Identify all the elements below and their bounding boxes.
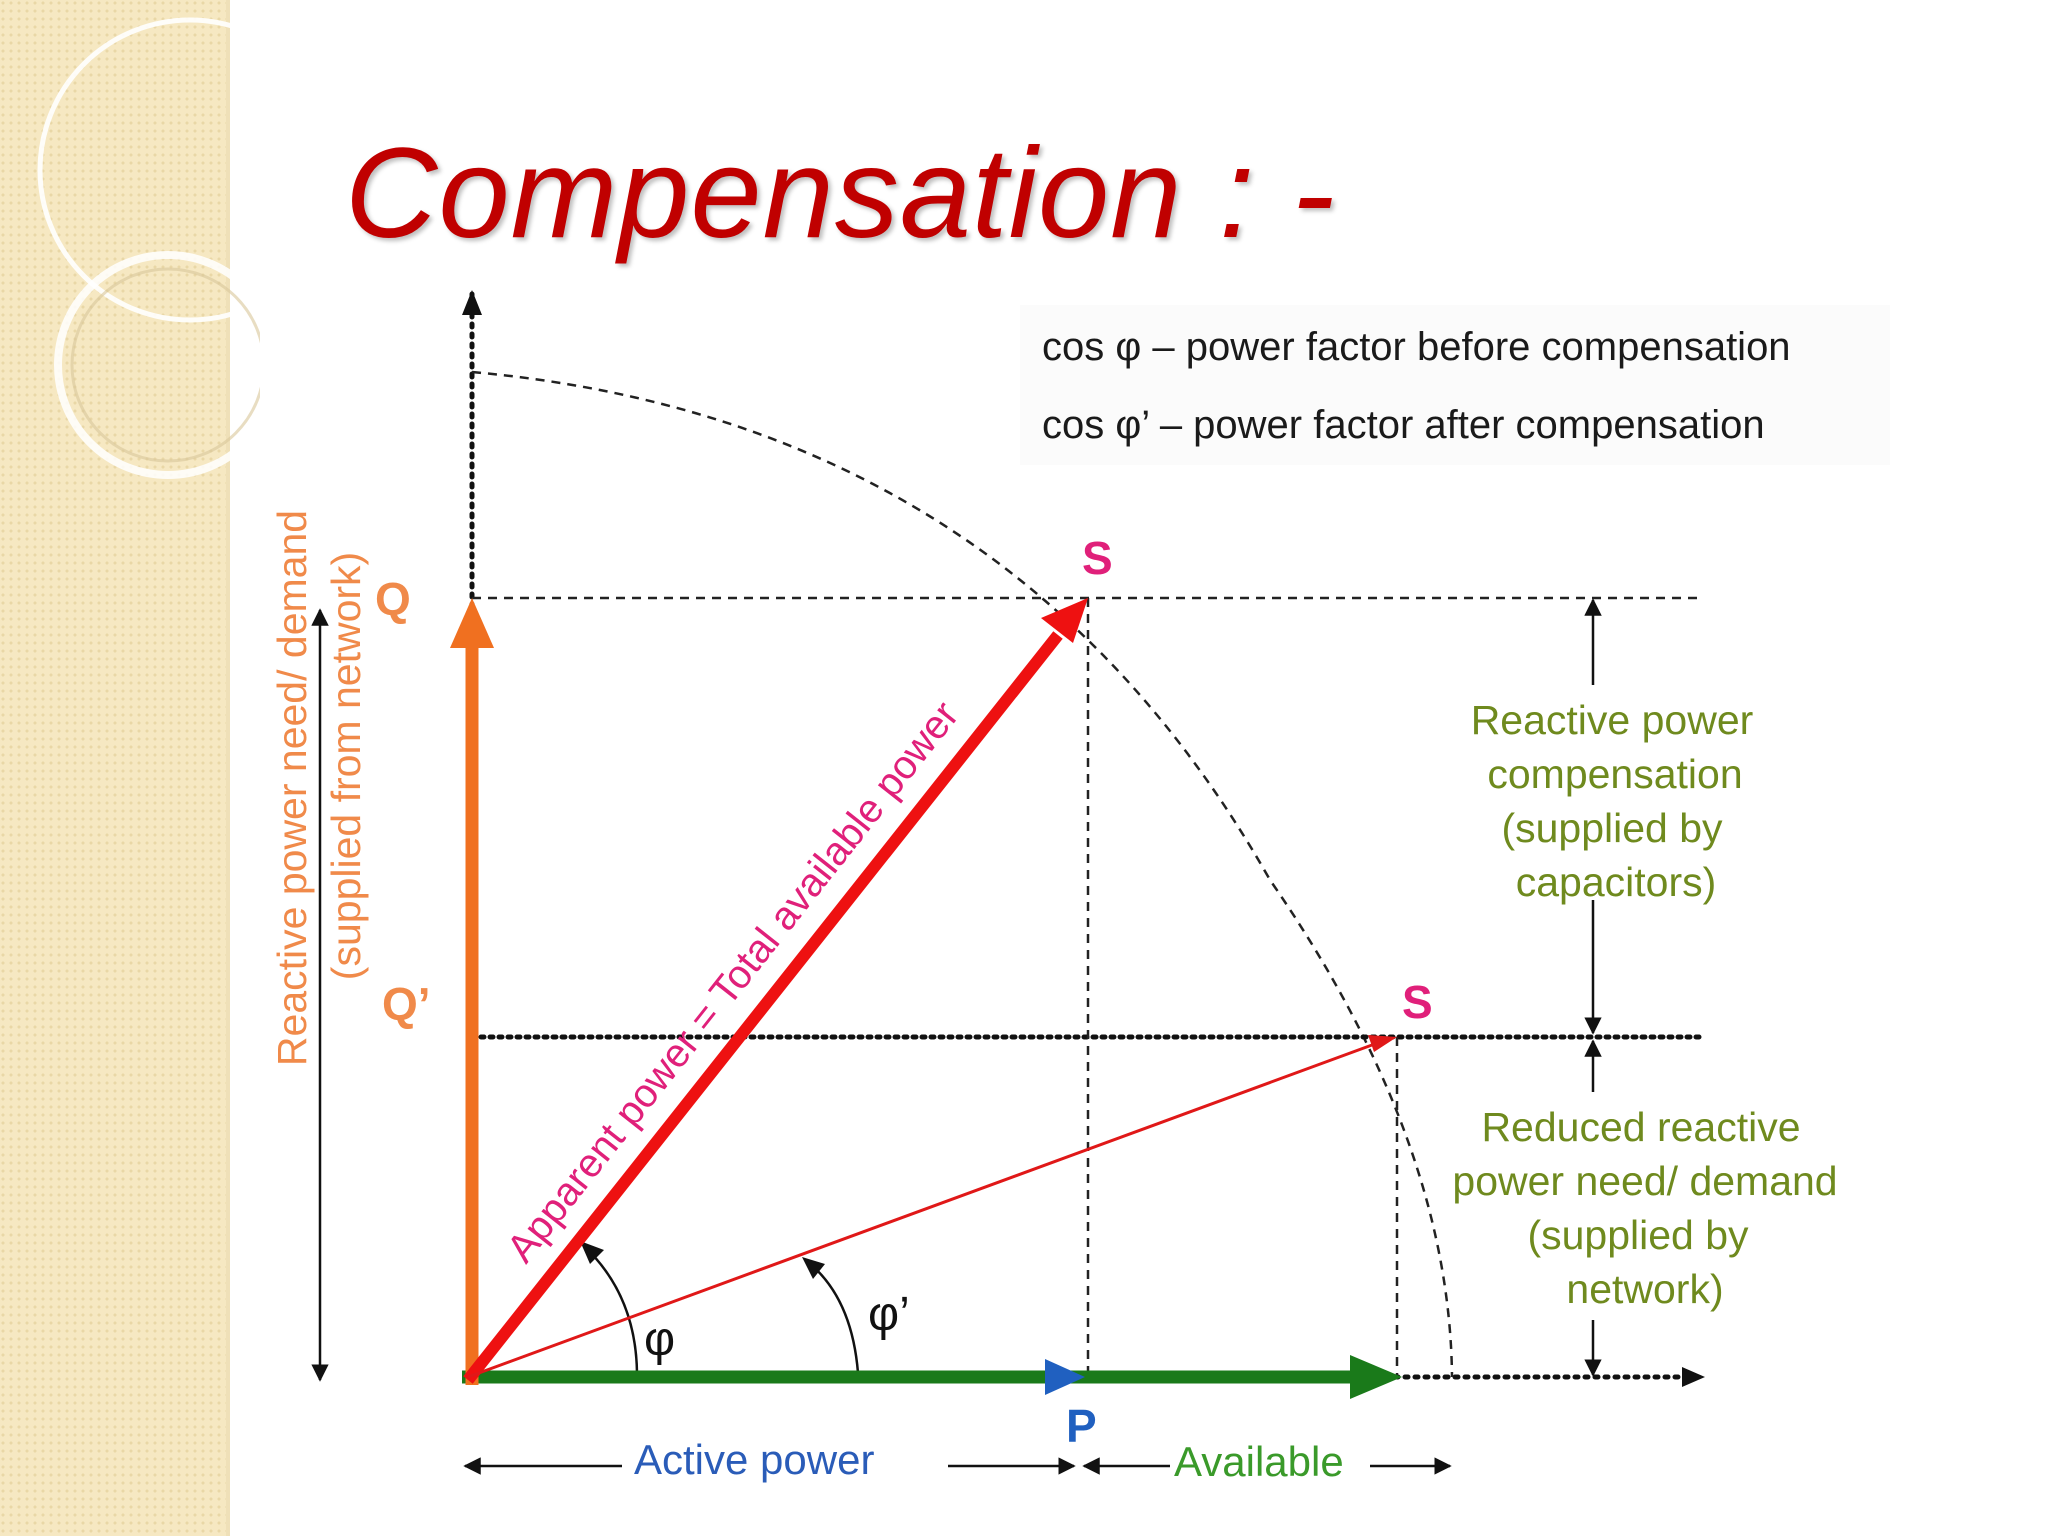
apparent-power-arrowhead <box>1041 598 1088 643</box>
ring-small-outer <box>54 251 260 479</box>
q-label: Q <box>375 573 411 625</box>
q-prime-label: Q’ <box>382 978 431 1030</box>
legend-line-after: cos φ’ – power factor after compensation <box>1042 403 1765 447</box>
compensated-power-arrowhead <box>1368 1035 1397 1052</box>
reactive-power-arrowhead <box>450 598 494 648</box>
compensation-label-line1: Reactive power <box>1471 697 1754 743</box>
apparent-power-label: Apparent power = Total available power <box>499 693 968 1270</box>
slide-title: Compensation : - <box>345 122 1336 265</box>
p-label: P <box>1066 1400 1097 1452</box>
reduced-label-line3: (supplied by <box>1527 1212 1749 1258</box>
compensation-label-line3: (supplied by <box>1501 805 1723 851</box>
legend-background <box>1020 305 1890 465</box>
active-power-arrowhead <box>1350 1355 1402 1399</box>
reduced-label-line1: Reduced reactive <box>1481 1104 1800 1150</box>
phi-prime-angle-arc <box>807 1261 860 1374</box>
s-right-label: S <box>1402 976 1433 1028</box>
apparent-power-arrow <box>463 631 1063 1384</box>
legend-line-before: cos φ – power factor before compensation <box>1042 325 1791 369</box>
horizontal-axis-arrowhead <box>1682 1367 1705 1387</box>
reduced-label-line4: network) <box>1566 1266 1723 1312</box>
phi-angle-arc <box>584 1246 639 1374</box>
vertical-axis-arrowhead <box>462 290 482 315</box>
ring-small-inner <box>70 267 260 463</box>
reduced-label-line2: power need/ demand <box>1452 1158 1837 1204</box>
phi-prime-label: φ’ <box>868 1288 910 1341</box>
phi-angle-arrowhead <box>580 1241 604 1264</box>
ring-large <box>37 17 260 323</box>
phi-label: φ <box>644 1313 675 1366</box>
compensation-label-line4: capacitors) <box>1516 859 1717 905</box>
phi-prime-angle-arrowhead <box>802 1257 825 1279</box>
reactive-demand-label-line2: (supplied from network) <box>323 552 369 980</box>
active-power-label: Active power <box>634 1436 874 1483</box>
available-label: Available <box>1174 1438 1344 1485</box>
compensation-label-line2: compensation <box>1487 751 1742 797</box>
s-top-label: S <box>1082 532 1113 584</box>
legend-box: cos φ – power factor before compensation… <box>1020 305 1890 465</box>
compensated-power-arrow <box>467 1043 1373 1379</box>
decorative-rings <box>37 17 260 479</box>
sidebar-edge <box>226 0 230 1536</box>
reactive-demand-label-line1: Reactive power need/ demand <box>269 510 315 1066</box>
p-marker-arrowhead <box>1045 1359 1085 1395</box>
apparent-power-arc <box>471 370 1454 1378</box>
